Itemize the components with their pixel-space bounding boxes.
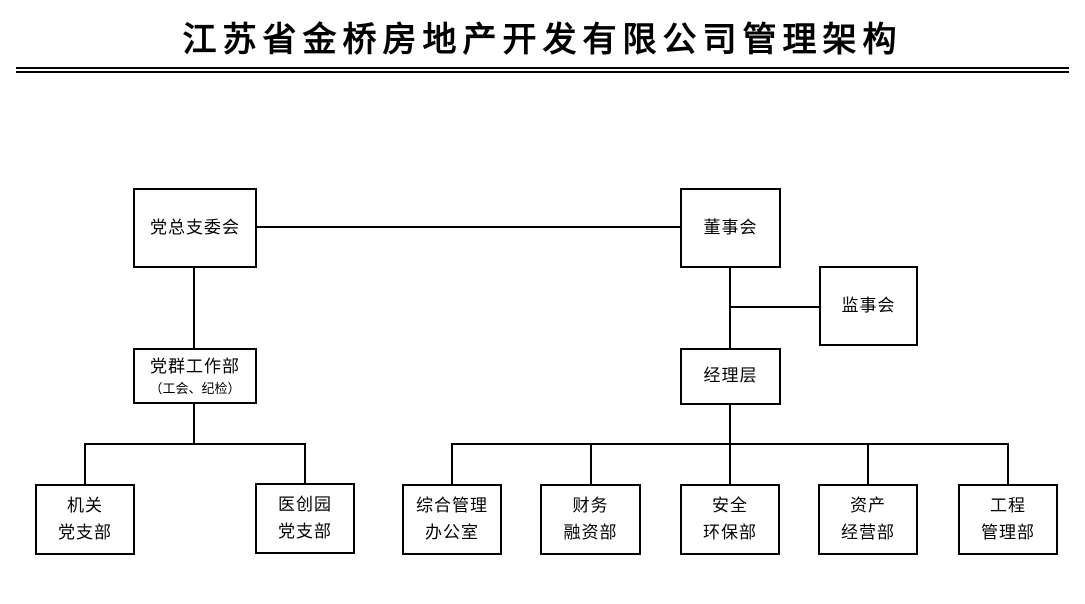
connector-drop-general-office xyxy=(451,443,453,485)
org-node-supervisory: 监事会 xyxy=(819,266,918,346)
org-node-label-line1: 综合管理 xyxy=(416,496,488,516)
org-node-party-committee: 党总支委会 xyxy=(133,188,257,268)
org-node-board: 董事会 xyxy=(680,188,781,268)
org-node-label: 经理层 xyxy=(703,366,758,386)
title-divider-double-rule xyxy=(16,67,1069,73)
org-node-label-line2: 管理部 xyxy=(981,522,1035,542)
org-node-label-line1: 资产 xyxy=(850,496,886,516)
org-node-label-line2: 党支部 xyxy=(278,521,332,541)
connector-board-management xyxy=(729,267,731,349)
org-node-label-line2: 环保部 xyxy=(703,522,757,542)
org-node-label-line2: 办公室 xyxy=(425,522,479,542)
org-node-management: 经理层 xyxy=(680,348,781,405)
connector-drop-asset xyxy=(867,443,869,485)
org-node-general-office: 综合管理 办公室 xyxy=(402,484,502,555)
org-node-label-line2: 融资部 xyxy=(563,522,618,542)
org-node-label-line1: 财务 xyxy=(572,496,609,516)
connector-left-children-rail xyxy=(84,443,306,445)
org-node-label-line1: 医创园 xyxy=(278,495,332,515)
org-node-label-line2: 党支部 xyxy=(58,522,112,542)
connector-drop-yichuangyuan xyxy=(304,443,306,484)
connector-board-supervisory xyxy=(730,306,820,308)
connector-drop-jiguan xyxy=(84,443,86,485)
org-node-label-line2: 经营部 xyxy=(841,522,895,542)
org-node-engineering-dept: 工程 管理部 xyxy=(958,484,1058,555)
connector-drop-finance xyxy=(590,443,592,485)
org-node-jiguan-branch: 机关 党支部 xyxy=(35,484,135,555)
org-node-label: 党总支委会 xyxy=(150,217,240,237)
org-node-label: 党群工作部 xyxy=(150,357,240,377)
connector-party-committee-party-work xyxy=(193,267,195,349)
org-node-asset-dept: 资产 经营部 xyxy=(818,484,918,555)
connector-party-work-drop xyxy=(193,403,195,445)
connector-party-committee-board xyxy=(256,226,681,228)
connector-management-drop xyxy=(729,404,731,445)
connector-drop-engineering xyxy=(1007,443,1009,485)
org-node-yichuangyuan-branch: 医创园 党支部 xyxy=(255,483,355,554)
org-node-sublabel: （工会、纪检） xyxy=(149,380,241,396)
connector-drop-safety xyxy=(729,443,731,485)
org-node-label-line1: 机关 xyxy=(67,496,103,516)
org-node-label-line1: 工程 xyxy=(990,496,1026,516)
org-node-party-work-dept: 党群工作部 （工会、纪检） xyxy=(133,348,257,404)
org-node-label-line1: 安全 xyxy=(712,496,748,516)
page-title: 江苏省金桥房地产开发有限公司管理架构 xyxy=(182,22,903,59)
org-node-finance-dept: 财务 融资部 xyxy=(540,484,641,555)
org-node-label: 监事会 xyxy=(841,295,896,315)
org-node-label: 董事会 xyxy=(703,217,758,237)
org-node-safety-dept: 安全 环保部 xyxy=(680,484,780,555)
